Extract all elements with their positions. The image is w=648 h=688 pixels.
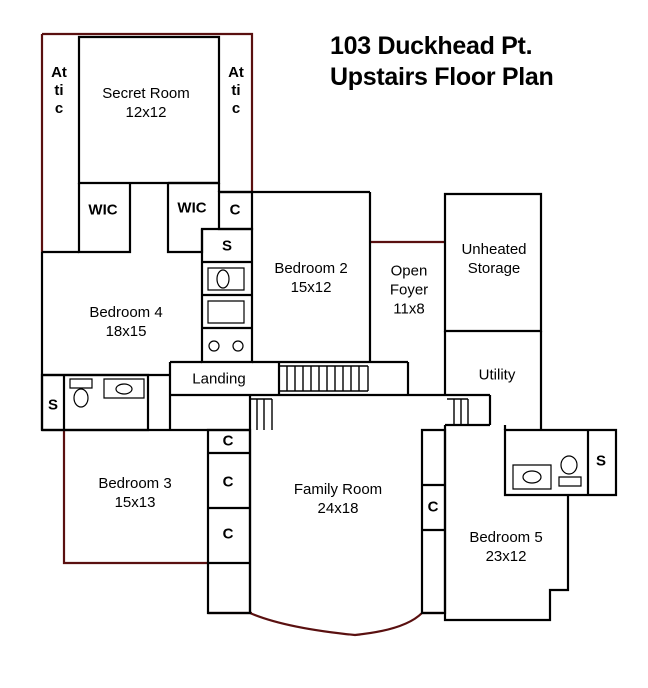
plumbing-fixtures [70,268,581,489]
unheated-storage-label: Unheated Storage [461,240,526,278]
bedroom2-label: Bedroom 2 15x12 [274,259,347,297]
open-foyer-line1: Open [390,262,428,280]
secret-room-name: Secret Room [102,85,190,102]
open-foyer-label: Open Foyer 11x8 [390,262,428,319]
closet-c1-label: C [222,432,234,450]
wic-left-label: WIC [88,201,118,219]
landing-label: Landing [192,370,246,388]
exterior-walls [42,34,445,635]
shower-bd5-label: S [595,452,607,470]
closet-c2-label: C [222,473,234,491]
bedroom3-size: 15x13 [114,494,156,511]
bedroom4-size: 18x15 [105,323,147,340]
secret-room-label: Secret Room 12x12 [102,84,190,122]
storage-line1: Unheated [461,241,527,258]
attic-left-label: Attic [51,64,67,117]
shower-bd4-label: S [221,237,233,255]
secret-room-size: 12x12 [125,104,167,121]
shower-bd3-label: S [47,396,59,414]
bedroom4-label: Bedroom 4 18x15 [89,303,162,341]
closet-c4-label: C [427,498,439,516]
bedroom2-name: Bedroom 2 [274,260,348,277]
open-foyer-size: 11x8 [393,300,425,318]
bedroom5-name: Bedroom 5 [469,529,543,546]
bedroom4-name: Bedroom 4 [89,304,163,321]
plan-title-line1: 103 Duckhead Pt. [330,32,533,60]
bedroom5-label: Bedroom 5 23x12 [469,528,542,566]
storage-line2: Storage [467,260,521,277]
wic-right-label: WIC [177,199,207,217]
utility-label: Utility [478,366,516,384]
family-room-size: 24x18 [317,500,359,517]
closet-top-label: C [229,201,241,219]
bedroom3-name: Bedroom 3 [98,475,172,492]
closet-c3-label: C [222,525,234,543]
open-foyer-line2: Foyer [389,281,429,299]
attic-right-label: Attic [228,64,244,117]
bedroom5-size: 23x12 [485,548,527,565]
plan-title-line2: Upstairs Floor Plan [330,63,554,91]
bedroom3-label: Bedroom 3 15x13 [98,474,171,512]
family-room-label: Family Room 24x18 [294,480,382,518]
bedroom2-size: 15x12 [290,279,332,296]
family-room-name: Family Room [293,481,383,498]
secret-room-walls [79,37,219,183]
